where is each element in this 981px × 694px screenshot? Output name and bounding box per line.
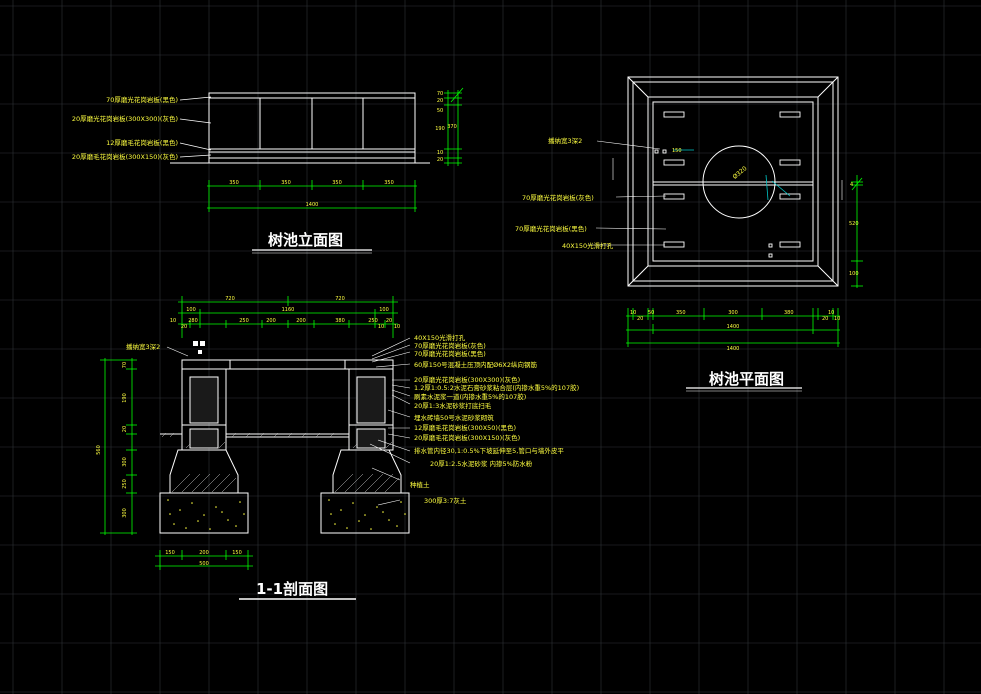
section-dimension-lines bbox=[100, 296, 398, 570]
elevation-dim-4: 350 bbox=[384, 180, 394, 186]
section-dim-top-mid-1: 100 bbox=[186, 307, 196, 313]
plan-dim-3: 50 bbox=[648, 310, 654, 316]
section-markers bbox=[193, 341, 205, 354]
plan-note-3: 70厚磨光花岗岩板(黑色) bbox=[515, 224, 587, 233]
plan-dim-right-1: 4 bbox=[850, 182, 853, 188]
plan-dim-6: 380 bbox=[784, 310, 794, 316]
section-dim-left-7: 300 bbox=[122, 508, 128, 518]
elevation-dim-right-1: 70 bbox=[437, 91, 443, 97]
section-dim-top-inner-1: 10 bbox=[170, 318, 176, 324]
plan-dim-1: 10 bbox=[630, 310, 636, 316]
plan-leaders bbox=[588, 140, 843, 246]
plan-dim-2: 20 bbox=[637, 316, 643, 322]
section-dim-left-2: 560 bbox=[96, 445, 102, 455]
section-dim-top-inner-2: 20 bbox=[181, 324, 187, 330]
elevation-dim-right-2: 20 bbox=[437, 98, 443, 104]
section-dim-left-3: 20 bbox=[122, 426, 128, 432]
section-walls bbox=[159, 359, 410, 534]
section-note-11: 20厚磨毛花岗岩板(300X150)(灰色) bbox=[414, 433, 520, 442]
section-dim-left-5: 300 bbox=[122, 457, 128, 467]
elevation-outline bbox=[170, 92, 430, 164]
section-note-5: 20厚磨光花岗岩板(300X300)(灰色) bbox=[414, 375, 520, 384]
elevation-leaders bbox=[179, 96, 212, 158]
plan-slot-holes bbox=[654, 111, 801, 258]
section-note-4: 60厚150号混凝土压顶内配Ø6X2纵向钢筋 bbox=[414, 360, 538, 369]
section-dim-top-inner-7: 380 bbox=[335, 318, 345, 324]
elevation-dim-right-7: 20 bbox=[437, 157, 443, 163]
elevation-dim-3: 350 bbox=[332, 180, 342, 186]
section-dim-bottom-3: 150 bbox=[232, 550, 242, 556]
section-note-15: 300厚3:7灰土 bbox=[424, 496, 467, 505]
section-dim-top-inner-6: 200 bbox=[296, 318, 306, 324]
plan-dim-7: 20 bbox=[822, 316, 828, 322]
plan-dim-total: 1400 bbox=[727, 346, 740, 352]
elevation-note-3: 12厚磨毛花岗岩板(黑色) bbox=[106, 138, 178, 147]
plan-dim-4: 350 bbox=[676, 310, 686, 316]
section-dim-bottom-2: 200 bbox=[199, 550, 209, 556]
section-gravel-fill bbox=[167, 499, 406, 530]
section-note-8: 20厚1:3水泥砂浆打底扫毛 bbox=[414, 401, 492, 410]
elevation-note-4: 20厚磨毛花岗岩板(300X150)(灰色) bbox=[72, 152, 178, 161]
plan-title: 树池平面图 bbox=[709, 370, 784, 388]
section-dim-bottom-1: 150 bbox=[165, 550, 175, 556]
section-note-9: 埋水砖墙50号水泥砂浆砌筑 bbox=[414, 413, 494, 422]
plan-markers bbox=[673, 149, 791, 201]
plan-dim-9: 10 bbox=[834, 316, 840, 322]
section-dim-left-4: 70 bbox=[122, 362, 128, 368]
section-dim-top-inner-10: 20 bbox=[386, 318, 392, 324]
section-note-12: 排水管内径30,1:0.5%下坡延伸至5,管口与墙外皮平 bbox=[414, 446, 564, 455]
plan-dim-right-3: 100 bbox=[849, 271, 859, 277]
section-dim-top-inner-4: 250 bbox=[239, 318, 249, 324]
elevation-note-1: 70厚磨光花岗岩板(黑色) bbox=[106, 95, 178, 104]
section-title: 1-1剖面图 bbox=[256, 580, 328, 598]
elevation-title: 树池立面图 bbox=[268, 231, 343, 249]
section-left-note: 播纳宽3深2 bbox=[126, 342, 160, 351]
section-leaders bbox=[166, 337, 411, 506]
section-dim-top-inner-5: 200 bbox=[266, 318, 276, 324]
plan-dim-5: 300 bbox=[728, 310, 738, 316]
elevation-dim-right-5: 190 bbox=[435, 126, 445, 132]
section-note-7: 刷素水泥浆一道(内掺水重5%的107胶) bbox=[414, 392, 526, 401]
plan-dim-8: 10 bbox=[828, 310, 834, 316]
section-dim-top-inner-11: 10 bbox=[394, 324, 400, 330]
section-dim-top-outer-2: 720 bbox=[335, 296, 345, 302]
elevation-drawing: 70厚磨光花岗岩板(黑色) 20厚磨光花岗岩板(300X300)(灰色) 12厚… bbox=[72, 87, 464, 254]
section-dim-left-1: 190 bbox=[122, 393, 128, 403]
section-note-13: 20厚1:2.5水泥砂浆 内掺5%防水粉 bbox=[430, 459, 533, 468]
section-dim-top-inner-9: 10 bbox=[378, 324, 384, 330]
elevation-dim-total: 1400 bbox=[306, 202, 319, 208]
elevation-note-2: 20厚磨光花岗岩板(300X300)(灰色) bbox=[72, 114, 178, 123]
plan-small-label: 150 bbox=[672, 148, 682, 154]
plan-dim-right-2: 520 bbox=[849, 221, 859, 227]
elevation-dim-2: 350 bbox=[281, 180, 291, 186]
section-note-3: 70厚磨光花岗岩板(黑色) bbox=[414, 349, 486, 358]
section-dim-top-outer-1: 720 bbox=[225, 296, 235, 302]
plan-dim-mid: 1400 bbox=[727, 324, 740, 330]
plan-drawing: 播纳宽3深2 70厚磨光花岗岩板(灰色) 70厚磨光花岗岩板(黑色) 40X15… bbox=[515, 76, 863, 392]
section-note-10: 12厚磨毛花岗岩板(300X50)(黑色) bbox=[414, 423, 516, 432]
section-dim-left-6: 250 bbox=[122, 479, 128, 489]
section-note-2: 70厚磨光花岗岩板(灰色) bbox=[414, 341, 486, 350]
section-drawing: 播纳宽3深2 40X150光滑打孔 70厚磨光花岗岩板(灰色) 70厚磨光花岗岩… bbox=[96, 296, 579, 600]
section-dim-top-mid-3: 100 bbox=[379, 307, 389, 313]
elevation-dim-1: 350 bbox=[229, 180, 239, 186]
section-note-6: 1.2厚1:0.5:2水泥石膏砂浆粘合层(内掺水重5%的107胶) bbox=[414, 383, 579, 392]
plan-note-1: 播纳宽3深2 bbox=[548, 136, 582, 145]
section-note-1: 40X150光滑打孔 bbox=[414, 333, 466, 342]
elevation-dim-right-3: 50 bbox=[437, 108, 443, 114]
section-dim-bottom-total: 500 bbox=[199, 561, 209, 567]
section-dim-top-inner-8: 250 bbox=[368, 318, 378, 324]
elevation-dimension-lines bbox=[207, 87, 464, 212]
plan-dimension-lines bbox=[626, 175, 863, 347]
elevation-dim-right-4: 370 bbox=[447, 124, 457, 130]
section-hatch bbox=[161, 432, 400, 493]
section-note-14: 种植土 bbox=[410, 480, 430, 489]
section-dim-top-inner-3: 280 bbox=[188, 318, 198, 324]
section-dim-top-mid-2: 1160 bbox=[282, 307, 295, 313]
plan-note-2: 70厚磨光花岗岩板(灰色) bbox=[522, 193, 594, 202]
elevation-dim-right-6: 10 bbox=[437, 150, 443, 156]
plan-note-4: 40X150光滑打孔 bbox=[562, 241, 614, 250]
plan-outline bbox=[627, 76, 839, 287]
